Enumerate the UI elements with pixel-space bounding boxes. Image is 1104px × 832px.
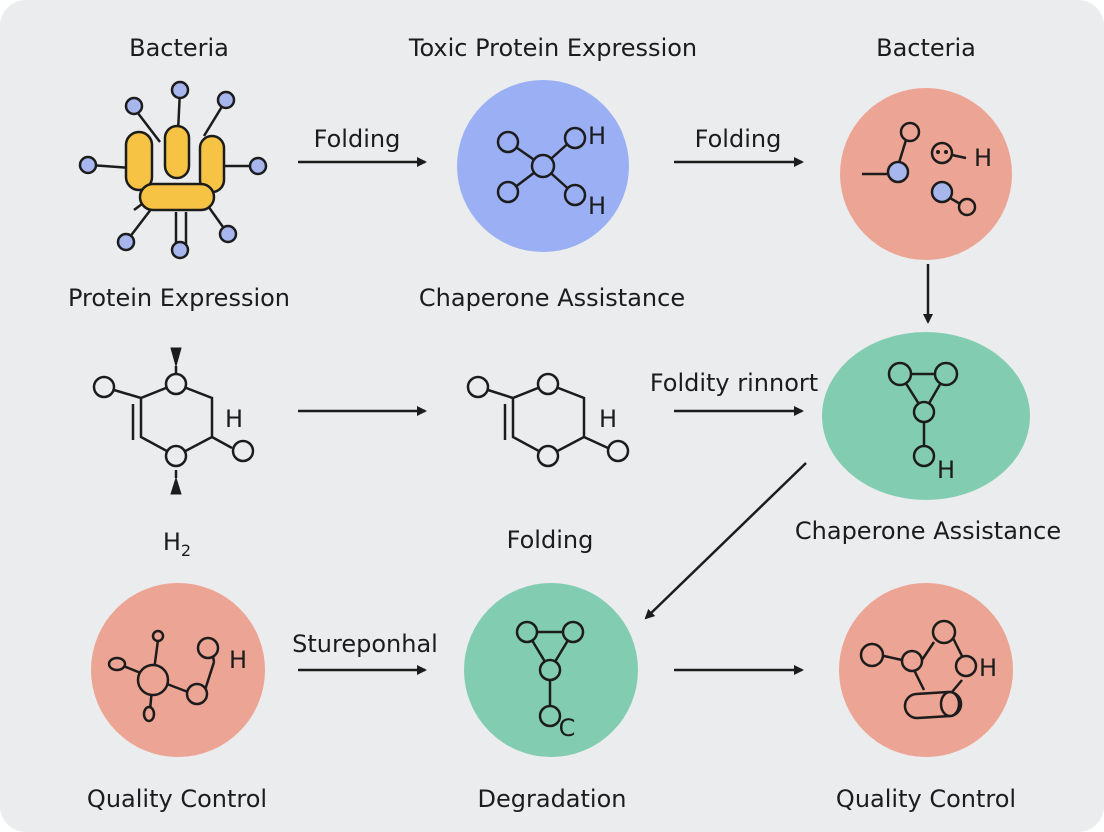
chaperone-green-node xyxy=(822,332,1030,500)
arrows xyxy=(298,157,933,675)
label-chaperone-assistance-top: Chaperone Assistance xyxy=(418,284,686,312)
atom-label-h-toxic-bottom: H xyxy=(587,192,607,220)
edge-label-foldity-rinnort: Foldity rinnort xyxy=(649,369,819,397)
label-bacteria-right: Bacteria xyxy=(876,34,976,62)
atom-label-h-ring-left: H xyxy=(224,405,244,433)
quality-control-left-node xyxy=(91,583,265,757)
bacteria-red-node xyxy=(840,88,1012,260)
label-quality-control-right: Quality Control xyxy=(835,785,1017,813)
degradation-green-node xyxy=(464,583,638,757)
h2-symbol: H xyxy=(162,528,181,556)
ring-structure-middle xyxy=(466,372,630,468)
atom-label-h-quality-left: H xyxy=(228,646,248,674)
label-degradation: Degradation xyxy=(477,785,627,813)
edge-label-folding-2: Folding xyxy=(694,125,782,153)
h2-subscript: 2 xyxy=(180,541,192,560)
atom-label-c-degradation: C xyxy=(558,714,576,742)
arrow-chaperone-to-degradation xyxy=(644,462,807,620)
atom-label-h-bacteria: H xyxy=(973,144,993,172)
quality-control-right-node xyxy=(839,583,1013,757)
label-toxic-protein-expression: Toxic Protein Expression xyxy=(408,34,698,62)
label-protein-expression: Protein Expression xyxy=(67,284,291,312)
edge-label-stureponhal: Stureponhal xyxy=(292,630,438,658)
ring-structure-left xyxy=(92,347,255,495)
atom-label-h-quality-right: H xyxy=(978,654,998,682)
label-bacteria-left: Bacteria xyxy=(129,34,229,62)
label-folding-middle: Folding xyxy=(506,526,594,554)
label-quality-control-left: Quality Control xyxy=(86,785,268,813)
atom-label-h-toxic-top: H xyxy=(587,122,607,150)
edge-label-folding-1: Folding xyxy=(313,125,401,153)
label-h2: H2 xyxy=(163,528,191,565)
atom-label-h-chaperone: H xyxy=(936,456,956,484)
toxic-protein-node xyxy=(457,80,629,252)
bacteria-protein-node xyxy=(78,80,268,260)
atom-label-h-ring-middle: H xyxy=(598,405,618,433)
label-chaperone-assistance-right: Chaperone Assistance xyxy=(794,517,1062,545)
